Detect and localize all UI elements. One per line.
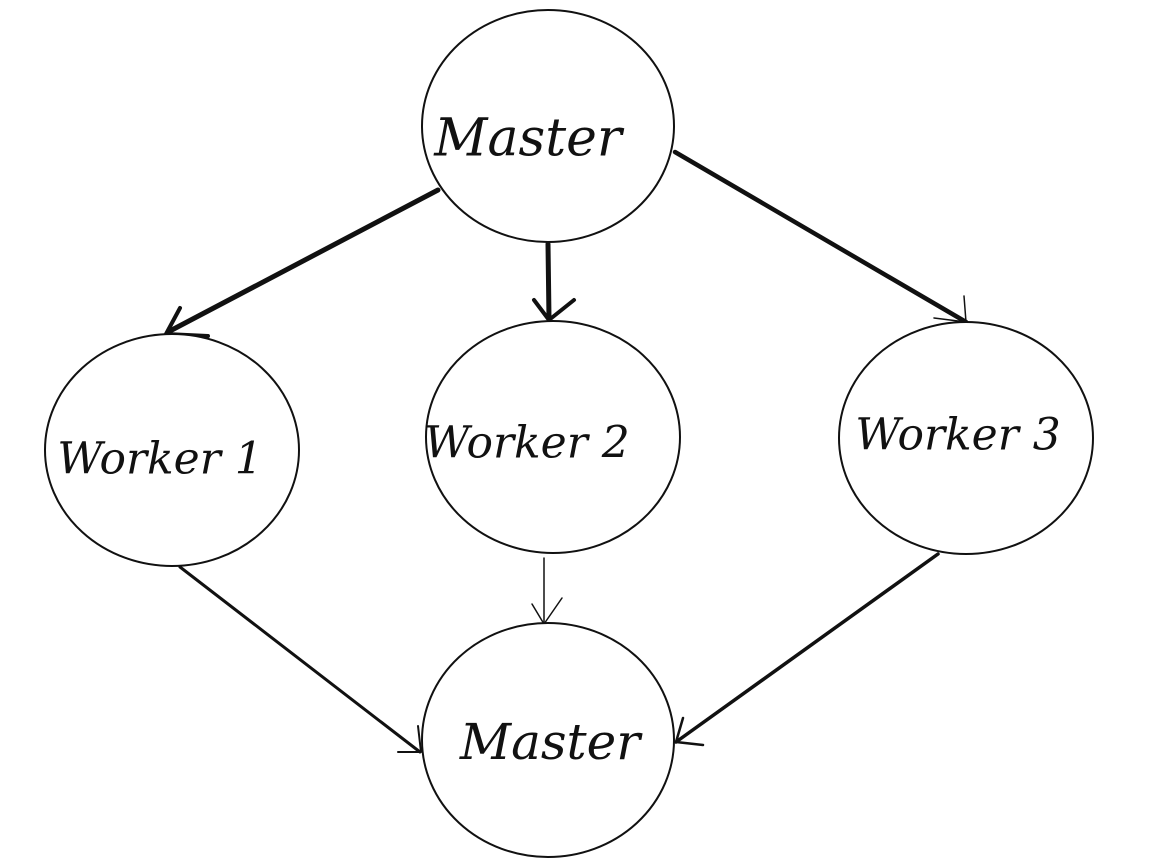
- edge-master-top-to-worker-2: [532, 241, 576, 322]
- node-label-worker-3: Worker 3: [855, 410, 1060, 461]
- node-master-top: Master: [421, 9, 675, 243]
- node-label-master-top: Master: [433, 109, 625, 169]
- node-label-worker-1: Worker 1: [57, 434, 262, 485]
- node-circle: [421, 9, 675, 243]
- node-circle: [425, 320, 681, 554]
- node-worker-3: Worker 3: [838, 321, 1094, 555]
- node-circle: [44, 333, 300, 567]
- edge-master-top-to-worker-1: [164, 187, 441, 338]
- edges: [164, 149, 969, 754]
- node-worker-1: Worker 1: [44, 333, 300, 567]
- node-circle: [421, 622, 675, 858]
- node-circle: [838, 321, 1094, 555]
- edge-worker-1-to-master-bottom: [178, 565, 422, 754]
- node-label-master-bottom: Master: [459, 713, 643, 771]
- edge-worker-3-to-master-bottom: [674, 552, 940, 747]
- node-worker-2: Worker 2: [424, 320, 681, 554]
- edge-worker-2-to-master-bottom: [531, 557, 563, 625]
- edge-master-top-to-worker-3: [672, 149, 969, 325]
- node-master-bottom: Master: [421, 622, 675, 858]
- node-label-worker-2: Worker 2: [424, 418, 629, 469]
